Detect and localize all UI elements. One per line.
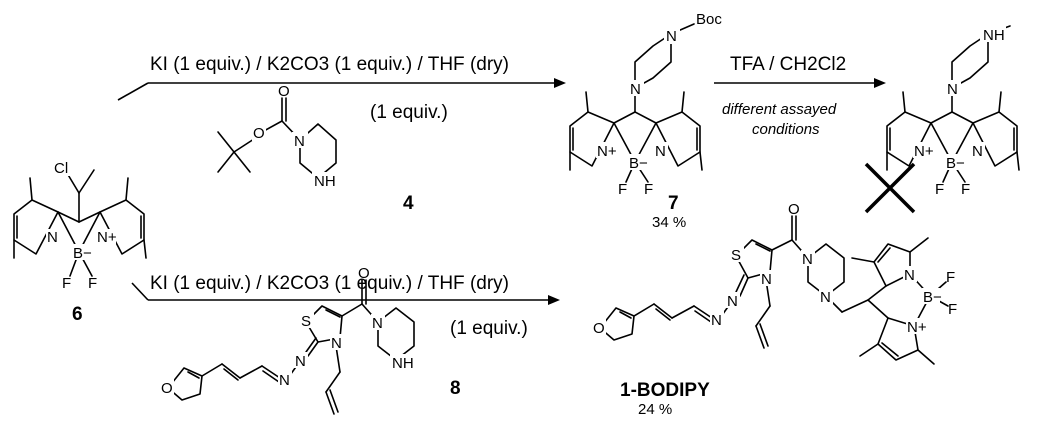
reaction-arrow-deprotection — [714, 78, 886, 88]
deprotection-conditions: TFA / CH2Cl2 — [730, 54, 846, 75]
fluorine-atom: F — [948, 301, 957, 318]
final-product-label: 1-BODIPY — [620, 380, 710, 401]
nitrogen-atom: N — [372, 315, 383, 332]
chlorine-atom: Cl — [54, 160, 68, 177]
nitrogen-plus-atom: N+ — [914, 143, 934, 160]
final-product-structure: O N N S N O N N N N+ B− F F — [592, 201, 957, 365]
boc-group: Boc — [696, 11, 722, 28]
nitrogen-atom: N — [761, 271, 772, 288]
oxygen-atom: O — [161, 380, 173, 397]
nitrogen-atom: N — [655, 143, 666, 160]
nitrogen-atom: N — [904, 267, 915, 284]
compound-4-label: 4 — [403, 193, 414, 214]
boron-atom: B− — [923, 289, 942, 306]
nh-group: NH — [392, 355, 414, 372]
compound-6-structure: Cl N N+ B− F F — [13, 158, 147, 292]
compound-6-label: 6 — [72, 304, 83, 325]
sulfur-atom: S — [301, 313, 311, 330]
boron-atom: B− — [946, 155, 965, 172]
compound-8-label: 8 — [450, 378, 461, 399]
compound-7-label: 7 — [668, 193, 679, 214]
compound-7-structure: N N Boc N+ N B− F F — [569, 11, 722, 198]
deprotected-product-structure: N NH N+ N B− F F — [886, 25, 1020, 198]
oxygen-atom: O — [788, 201, 800, 218]
reaction-conditions-bottom: KI (1 equiv.) / K2CO3 (1 equiv.) / THF (… — [150, 273, 509, 294]
nitrogen-plus-atom: N+ — [907, 319, 927, 336]
reaction-conditions-top: KI (1 equiv.) / K2CO3 (1 equiv.) / THF (… — [150, 54, 509, 75]
nitrogen-atom: N — [295, 353, 306, 370]
deprotection-note-line1: different assayed — [722, 101, 837, 118]
boron-atom: B− — [73, 245, 92, 262]
oxygen-atom: O — [278, 83, 290, 100]
nitrogen-plus-atom: N+ — [597, 143, 617, 160]
nh-group: NH — [983, 27, 1005, 44]
nitrogen-atom: N — [820, 289, 831, 306]
reaction-arrow-top — [117, 78, 566, 101]
nh-group: NH — [314, 173, 336, 190]
fluorine-atom: F — [62, 275, 71, 292]
fluorine-atom: F — [935, 181, 944, 198]
nitrogen-atom: N — [711, 312, 722, 329]
fluorine-atom: F — [618, 181, 627, 198]
nitrogen-atom: N — [727, 293, 738, 310]
nitrogen-plus-atom: N+ — [97, 229, 117, 246]
reagent-equiv-top: (1 equiv.) — [370, 102, 448, 123]
reaction-arrow-bottom — [131, 282, 560, 305]
fluorine-atom: F — [644, 181, 653, 198]
nitrogen-atom: N — [802, 251, 813, 268]
fluorine-atom: F — [88, 275, 97, 292]
final-product-yield: 24 % — [638, 401, 672, 418]
nitrogen-atom: N — [279, 372, 290, 389]
nitrogen-atom: N — [294, 133, 305, 150]
deprotection-note-line2: conditions — [752, 121, 820, 138]
oxygen-atom: O — [253, 125, 265, 142]
boron-atom: B− — [629, 155, 648, 172]
oxygen-atom: O — [358, 265, 370, 282]
sulfur-atom: S — [731, 247, 741, 264]
nitrogen-atom: N — [666, 28, 677, 45]
nitrogen-atom: N — [331, 335, 342, 352]
oxygen-atom: O — [593, 320, 605, 337]
fluorine-atom: F — [946, 269, 955, 286]
compound-7-yield: 34 % — [652, 214, 686, 231]
nitrogen-atom: N — [947, 81, 958, 98]
reagent-8-structure: O N N S N O N NH — [160, 265, 416, 415]
fluorine-atom: F — [961, 181, 970, 198]
nitrogen-atom: N — [630, 81, 641, 98]
boc-piperazine-structure: O O N NH — [217, 83, 338, 190]
reagent-equiv-bottom: (1 equiv.) — [450, 318, 528, 339]
failed-reaction-cross-icon — [864, 162, 916, 214]
nitrogen-atom: N — [972, 143, 983, 160]
nitrogen-atom: N — [47, 229, 58, 246]
